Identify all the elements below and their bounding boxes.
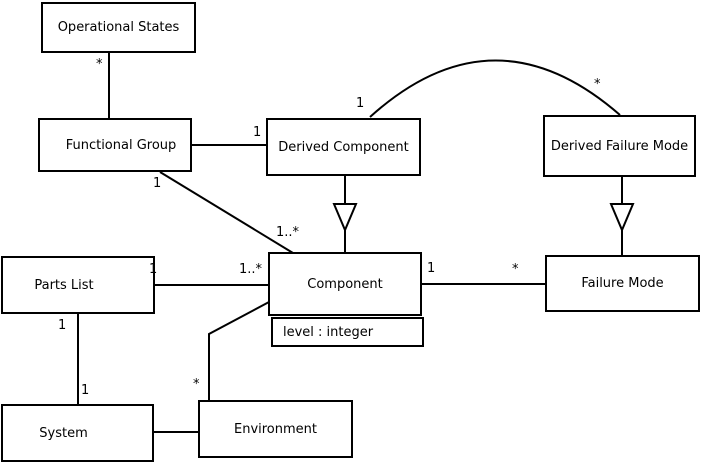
class-system: System: [1, 404, 154, 462]
edge-component-environment: [208, 301, 270, 401]
class-functional-group: Functional Group: [38, 118, 192, 172]
multiplicity-system-end: 1: [81, 383, 90, 398]
generalization-triangle-icon: [609, 203, 635, 233]
multiplicity-failure-mode-end: *: [512, 262, 519, 277]
multiplicity-component-end: 1..*: [276, 225, 300, 240]
class-failure-mode-label: Failure Mode: [581, 276, 664, 291]
component-attribute-level: level : integer: [283, 324, 374, 340]
class-system-label: System: [39, 425, 88, 441]
multiplicity-functional-group-end: 1: [153, 176, 162, 191]
multiplicity-operational-states-end: *: [96, 57, 103, 72]
class-component-attributes: level : integer: [271, 317, 424, 347]
multiplicity-derived-component-end: 1: [253, 125, 262, 140]
generalization-triangle-icon: [332, 203, 358, 233]
multiplicity-component-left-end: 1..*: [239, 262, 263, 277]
class-operational-states-label: Operational States: [57, 20, 180, 35]
class-operational-states: Operational States: [41, 2, 196, 53]
multiplicity-component-right-end: 1: [427, 261, 436, 276]
class-functional-group-label: Functional Group: [65, 137, 177, 153]
edge-derived-component-derived-failure-mode-arc: [369, 59, 621, 118]
class-derived-failure-mode-label: Derived Failure Mode: [550, 138, 689, 154]
class-failure-mode: Failure Mode: [545, 255, 700, 312]
class-environment: Environment: [198, 400, 353, 458]
multiplicity-arc-derived-failure-mode-end: *: [594, 77, 601, 92]
multiplicity-parts-list-bottom-end: 1: [58, 318, 67, 333]
multiplicity-arc-derived-component-end: 1: [356, 96, 365, 111]
class-parts-list: Parts List: [1, 256, 155, 314]
edge-functional-group-component: [159, 171, 294, 254]
multiplicity-environment-end: *: [193, 377, 200, 392]
class-parts-list-label: Parts List: [34, 277, 94, 293]
class-environment-label: Environment: [233, 421, 317, 437]
class-component-label: Component: [307, 276, 383, 292]
class-derived-failure-mode: Derived Failure Mode: [543, 115, 696, 177]
class-derived-component-label: Derived Component: [278, 139, 409, 155]
class-component: Component: [268, 252, 422, 316]
multiplicity-parts-list-end: 1: [149, 262, 158, 277]
class-derived-component: Derived Component: [266, 118, 421, 176]
